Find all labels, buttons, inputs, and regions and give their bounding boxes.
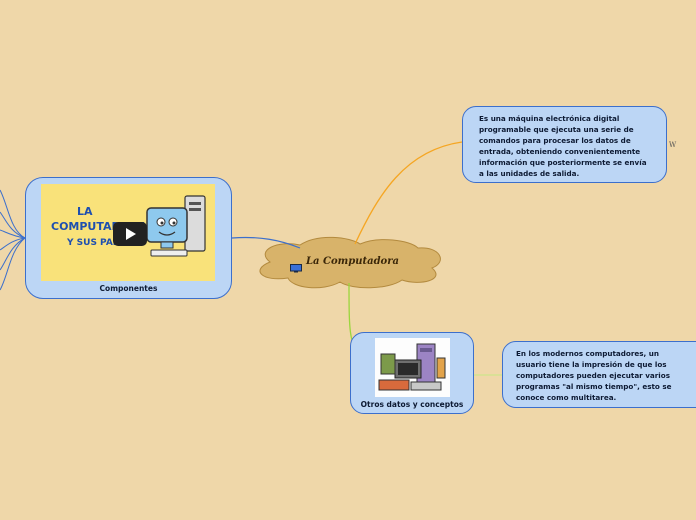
multitask-node[interactable]: En los modernos computadores, un usuario… — [502, 341, 696, 408]
link-central-otros — [348, 282, 353, 341]
definition-node[interactable]: Es una máquina electrónica digital progr… — [462, 106, 667, 183]
link-central-components — [231, 236, 301, 249]
multitask-text: En los modernos computadores, un usuario… — [516, 349, 672, 402]
components-node[interactable]: LA COMPUTADORA Y SUS PARTES Componentes — [25, 177, 232, 299]
video-title-line1: LA — [77, 205, 93, 218]
video-title-line3: Y SUS PARTES — [67, 238, 139, 248]
link-central-definition — [354, 141, 463, 245]
definition-text: Es una máquina electrónica digital progr… — [479, 114, 647, 178]
wikipedia-link-icon[interactable]: W — [669, 141, 677, 149]
components-child-links — [0, 189, 26, 291]
cartoon-computer-icon — [146, 195, 206, 257]
computer-icon — [290, 258, 302, 273]
video-title-line2: COMPUTADORA — [51, 220, 147, 233]
computer-image — [375, 338, 450, 397]
play-icon[interactable] — [113, 222, 147, 246]
central-topic-label: La Computadora — [306, 256, 399, 267]
otros-node[interactable]: Otros datos y conceptos — [350, 332, 474, 414]
otros-label: Otros datos y conceptos — [360, 400, 464, 409]
central-topic-shape[interactable] — [259, 236, 441, 289]
video-thumbnail[interactable]: LA COMPUTADORA Y SUS PARTES — [41, 184, 215, 281]
central-topic[interactable]: La Computadora — [292, 256, 399, 267]
components-label: Componentes — [99, 284, 158, 293]
